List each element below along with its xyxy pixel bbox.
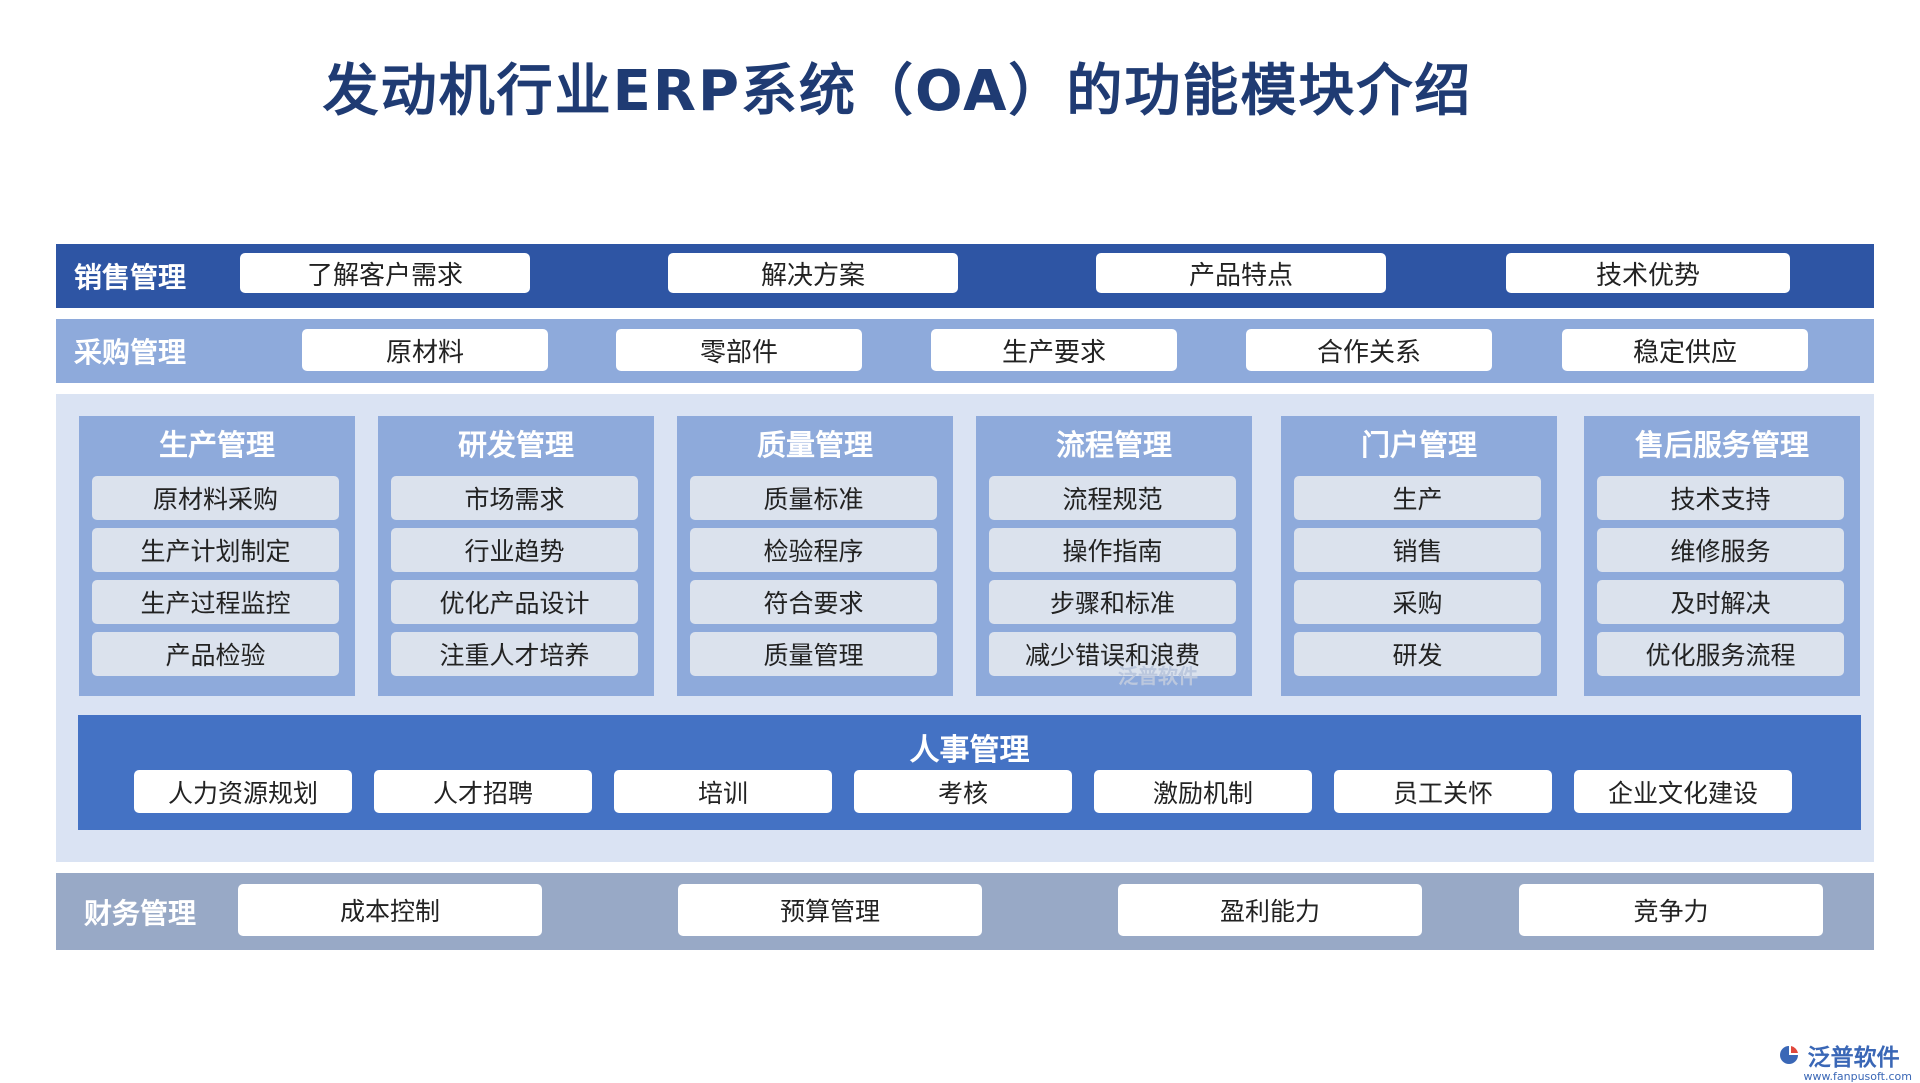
sales-management-band: 销售管理 了解客户需求 解决方案 产品特点 技术优势 [56, 244, 1874, 308]
module-item: 原材料采购 [92, 476, 339, 520]
finance-management-band: 财务管理 成本控制 预算管理 盈利能力 竞争力 [56, 873, 1874, 950]
module-item: 产品检验 [92, 632, 339, 676]
sales-item: 了解客户需求 [240, 253, 530, 293]
purchase-management-band: 采购管理 原材料 零部件 生产要求 合作关系 稳定供应 [56, 319, 1874, 383]
module-item: 行业趋势 [391, 528, 638, 572]
module-title: 研发管理 [457, 428, 574, 462]
module-process: 流程管理 流程规范 操作指南 步骤和标准 减少错误和浪费 [976, 416, 1252, 696]
brand-mark-icon [1779, 1046, 1798, 1064]
sales-item: 解决方案 [668, 253, 958, 293]
finance-item: 竞争力 [1519, 884, 1823, 936]
module-item: 及时解决 [1597, 580, 1844, 624]
module-quality: 质量管理 质量标准 检验程序 符合要求 质量管理 [677, 416, 953, 696]
module-item: 优化服务流程 [1597, 632, 1844, 676]
module-item: 质量标准 [690, 476, 937, 520]
module-item: 研发 [1294, 632, 1541, 676]
purchase-item: 合作关系 [1246, 329, 1492, 371]
module-item: 流程规范 [989, 476, 1236, 520]
purchase-item: 零部件 [616, 329, 862, 371]
module-item: 市场需求 [391, 476, 638, 520]
hr-item: 人才招聘 [374, 770, 592, 813]
hr-item: 激励机制 [1094, 770, 1312, 813]
module-item: 检验程序 [690, 528, 937, 572]
module-after-sales: 售后服务管理 技术支持 维修服务 及时解决 优化服务流程 [1584, 416, 1860, 696]
module-item: 生产过程监控 [92, 580, 339, 624]
module-item: 生产 [1294, 476, 1541, 520]
brand-url: www.fanpusoft.com [1803, 1070, 1912, 1083]
purchase-item: 原材料 [302, 329, 548, 371]
finance-item: 预算管理 [678, 884, 982, 936]
watermark: 泛普软件 [1118, 664, 1198, 688]
module-title: 生产管理 [158, 428, 275, 462]
module-item: 维修服务 [1597, 528, 1844, 572]
module-portal: 门户管理 生产 销售 采购 研发 [1281, 416, 1557, 696]
module-item: 步骤和标准 [989, 580, 1236, 624]
module-title: 售后服务管理 [1634, 428, 1809, 462]
module-item: 采购 [1294, 580, 1541, 624]
module-item: 质量管理 [690, 632, 937, 676]
module-title: 质量管理 [756, 428, 873, 462]
module-production: 生产管理 原材料采购 生产计划制定 生产过程监控 产品检验 [79, 416, 355, 696]
module-item: 销售 [1294, 528, 1541, 572]
module-item: 注重人才培养 [391, 632, 638, 676]
module-item: 技术支持 [1597, 476, 1844, 520]
module-item: 操作指南 [989, 528, 1236, 572]
modules-panel: 生产管理 原材料采购 生产计划制定 生产过程监控 产品检验 研发管理 市场需求 … [56, 394, 1874, 862]
hr-management-block: 人事管理 人力资源规划 人才招聘 培训 考核 激励机制 员工关怀 企业文化建设 [78, 715, 1861, 830]
brand-name: 泛普软件 [1807, 1045, 1900, 1071]
hr-item: 培训 [614, 770, 832, 813]
finance-item: 盈利能力 [1118, 884, 1422, 936]
page-title: 发动机行业ERP系统（OA）的功能模块介绍 [322, 59, 1473, 124]
module-item: 生产计划制定 [92, 528, 339, 572]
hr-management-title: 人事管理 [909, 733, 1030, 768]
finance-item: 成本控制 [238, 884, 542, 936]
hr-item: 考核 [854, 770, 1072, 813]
module-rnd: 研发管理 市场需求 行业趋势 优化产品设计 注重人才培养 [378, 416, 654, 696]
module-title: 流程管理 [1055, 428, 1172, 462]
hr-item: 人力资源规划 [134, 770, 352, 813]
hr-item: 企业文化建设 [1574, 770, 1792, 813]
module-item: 符合要求 [690, 580, 937, 624]
brand-logo: 泛普软件 www.fanpusoft.com [1778, 1038, 1912, 1083]
module-title: 门户管理 [1360, 428, 1477, 462]
purchase-item: 生产要求 [931, 329, 1177, 371]
module-item: 减少错误和浪费 [989, 632, 1236, 676]
sales-item: 技术优势 [1506, 253, 1790, 293]
finance-management-label: 财务管理 [84, 896, 197, 930]
sales-management-label: 销售管理 [74, 261, 187, 294]
purchase-item: 稳定供应 [1562, 329, 1808, 371]
module-item: 优化产品设计 [391, 580, 638, 624]
sales-item: 产品特点 [1096, 253, 1386, 293]
purchase-management-label: 采购管理 [74, 336, 187, 369]
hr-item: 员工关怀 [1334, 770, 1552, 813]
